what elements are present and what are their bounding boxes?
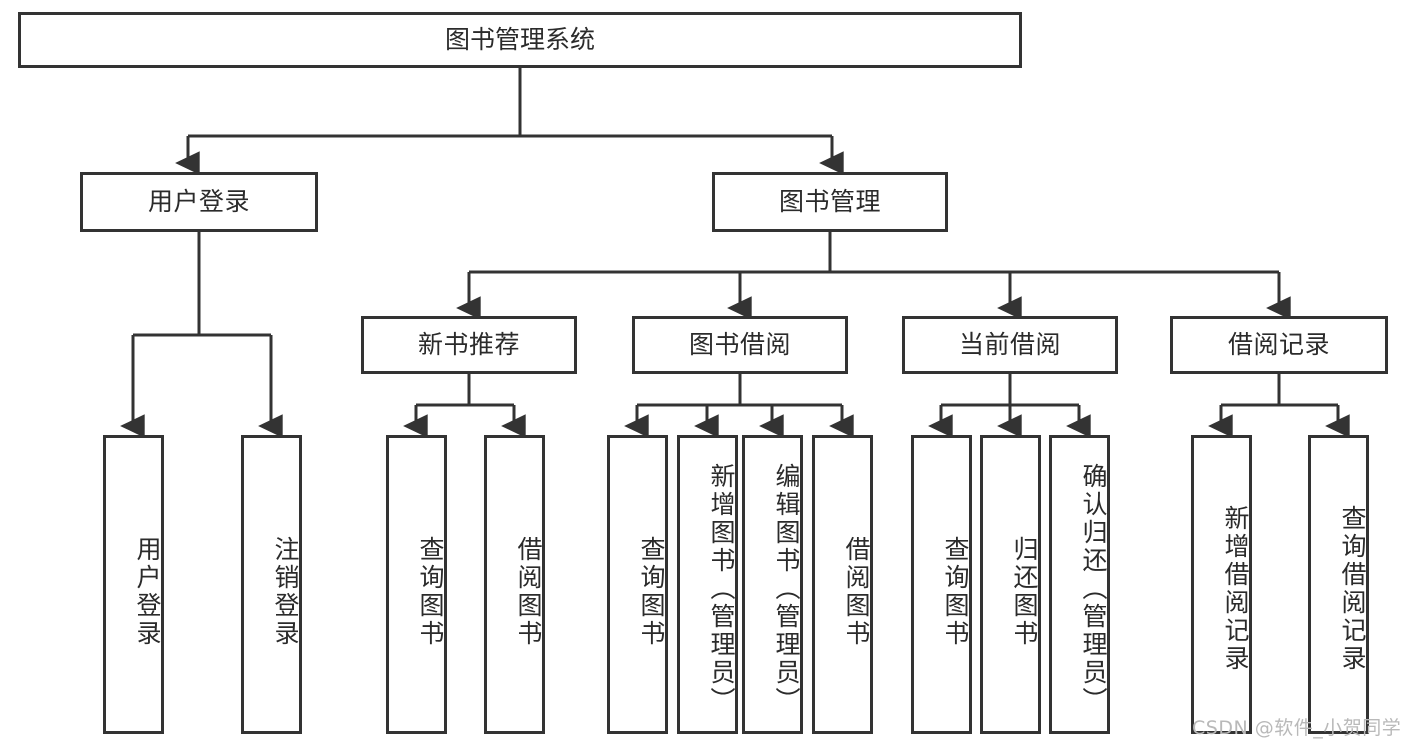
node-root-title[interactable]: 图书管理系统 (18, 12, 1022, 68)
leaf-add-book-admin[interactable]: 新增图书（管理员） (677, 435, 738, 734)
leaf-return-book[interactable]: 归还图书 (980, 435, 1041, 734)
leaf-query-borrow-record[interactable]: 查询借阅记录 (1308, 435, 1369, 734)
leaf-borrow-book-new-rec[interactable]: 借阅图书 (484, 435, 545, 734)
node-borrow-record[interactable]: 借阅记录 (1170, 316, 1388, 374)
leaf-user-login[interactable]: 用户登录 (103, 435, 164, 734)
leaf-query-book-new-rec[interactable]: 查询图书 (386, 435, 447, 734)
node-book-manage[interactable]: 图书管理 (712, 172, 948, 232)
leaf-edit-book-admin[interactable]: 编辑图书（管理员） (742, 435, 803, 734)
leaf-borrow-book-borrow[interactable]: 借阅图书 (812, 435, 873, 734)
leaf-add-borrow-record[interactable]: 新增借阅记录 (1191, 435, 1252, 734)
node-new-book-rec[interactable]: 新书推荐 (361, 316, 577, 374)
leaf-confirm-return-admin[interactable]: 确认归还（管理员） (1049, 435, 1110, 734)
leaf-user-logout[interactable]: 注销登录 (241, 435, 302, 734)
node-current-borrow[interactable]: 当前借阅 (902, 316, 1118, 374)
leaf-query-book-borrow[interactable]: 查询图书 (607, 435, 668, 734)
node-user-login[interactable]: 用户登录 (80, 172, 318, 232)
csdn-watermark: CSDN @软件_小贺同学 (1192, 717, 1402, 739)
leaf-query-book-current[interactable]: 查询图书 (911, 435, 972, 734)
node-book-borrow[interactable]: 图书借阅 (632, 316, 848, 374)
